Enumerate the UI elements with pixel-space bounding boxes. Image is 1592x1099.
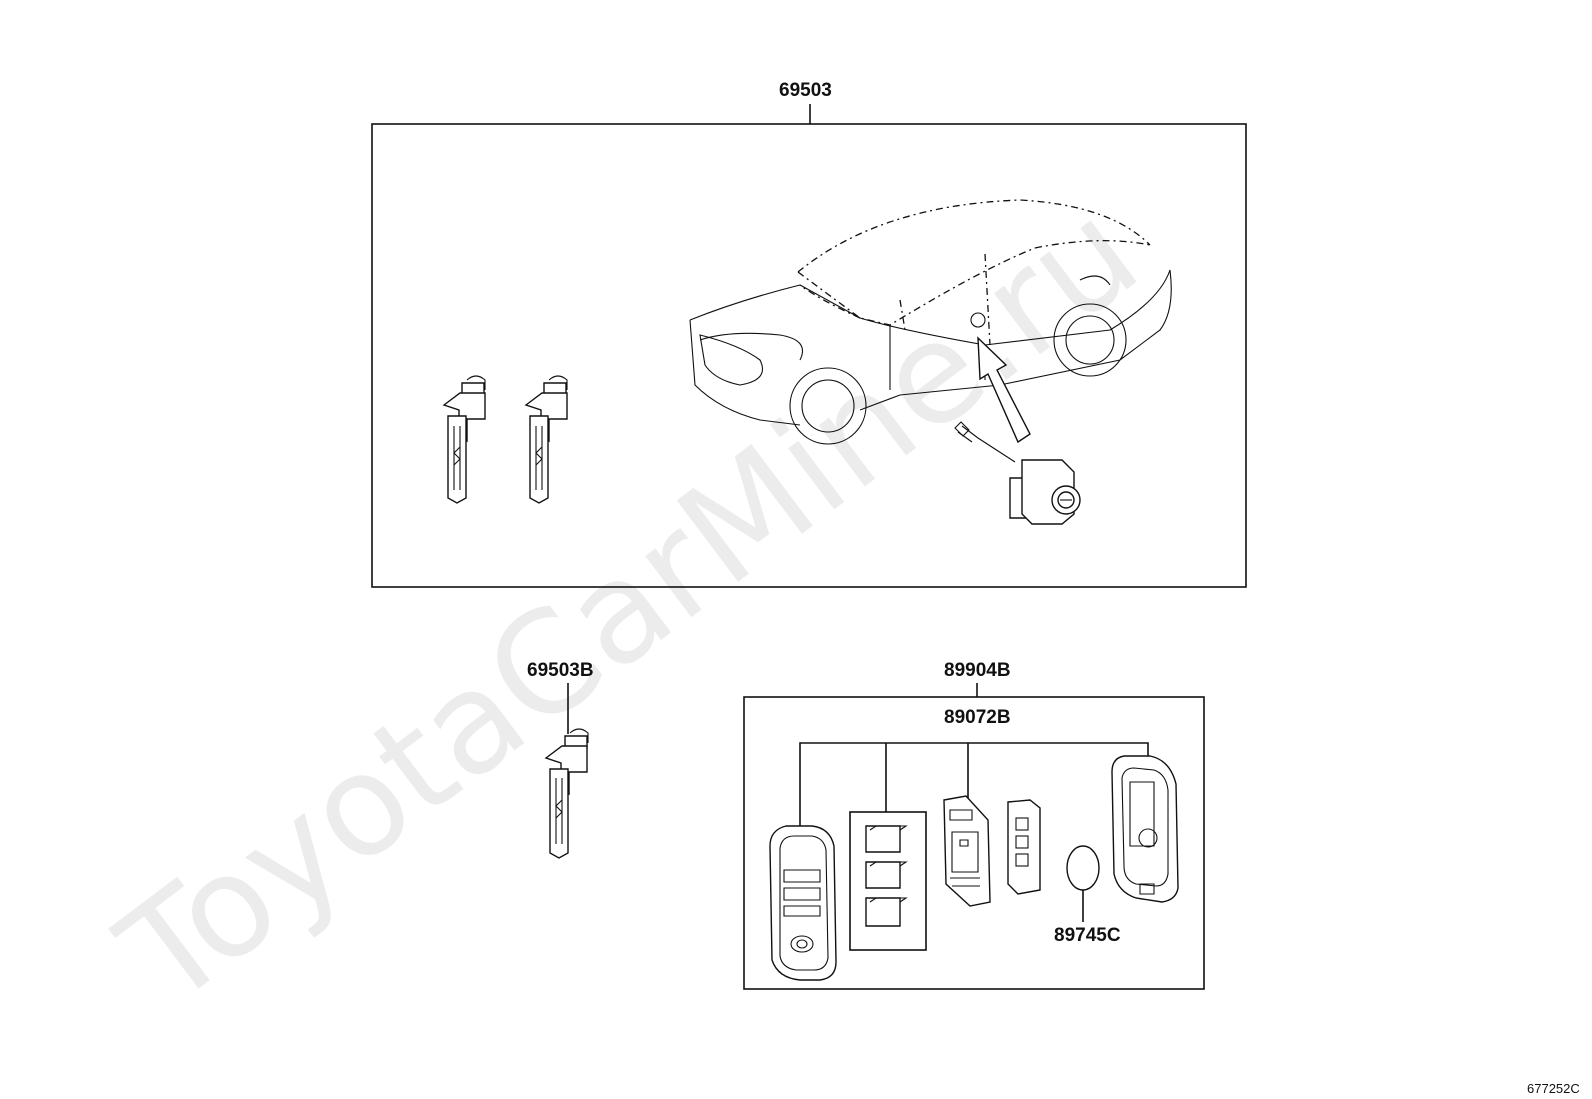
coin-battery-icon[interactable]: [1066, 845, 1100, 922]
transmitter-case-back-icon[interactable]: [1111, 755, 1179, 903]
box-89904B: [743, 696, 1205, 990]
button-rubber-icon[interactable]: [1007, 799, 1041, 895]
transmitter-group: 89904B 89072B: [743, 660, 1205, 990]
mechanical-key-blade-icon[interactable]: [524, 375, 568, 504]
label-89072B[interactable]: 89072B: [944, 707, 1011, 728]
door-lock-cylinder-icon[interactable]: [954, 421, 1081, 525]
spare-key-group: 69503B: [527, 660, 594, 859]
leader-89072B: [799, 742, 1149, 826]
label-69503B[interactable]: 69503B: [527, 660, 594, 681]
diagram-code: 677252C: [1527, 1081, 1580, 1096]
mechanical-key-blade-icon[interactable]: [442, 375, 486, 504]
label-89904B[interactable]: 89904B: [944, 660, 1011, 681]
watermark: ToyotaCarMine.ru: [92, 171, 1168, 1038]
label-69503[interactable]: 69503: [779, 80, 832, 101]
transmitter-case-front-icon[interactable]: [769, 825, 837, 981]
key-set-group: 69503: [371, 80, 1247, 588]
box-69503: [371, 123, 1247, 588]
arrow-icon: [977, 336, 1031, 444]
spare-key-blade-icon[interactable]: [544, 728, 589, 859]
circuit-board-icon[interactable]: [943, 795, 991, 907]
button-pad-icon[interactable]: [849, 811, 927, 951]
vehicle-outline: [689, 199, 1172, 445]
label-89745C[interactable]: 89745C: [1054, 925, 1121, 946]
